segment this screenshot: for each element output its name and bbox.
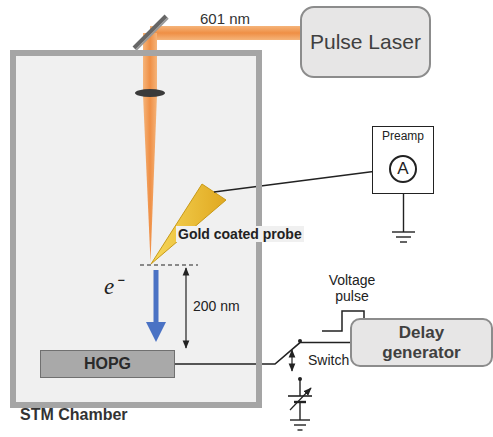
ground-symbol [290,419,310,420]
mirror [134,16,166,48]
node-text: HOPG [84,355,131,373]
node-text: Delay generator [358,323,485,362]
sample-block: HOPG [40,350,175,378]
ground-symbol [298,429,303,430]
chamber-title: STM Chamber [20,406,128,424]
source-wire [299,379,300,396]
source-wire [299,402,300,420]
probe-wire [214,170,389,193]
node-text: Pulse Laser [310,30,421,54]
wavelength-label: 601 nm [200,10,250,27]
mirror [136,18,168,50]
switch-arrow [291,350,292,371]
ground-symbol [400,241,407,242]
ground-symbol [294,424,306,425]
focused-beam [143,95,157,262]
laser-box: Pulse Laser [300,6,431,78]
electron-arrow [154,270,159,332]
gold-probe [151,184,226,264]
node-text: Preamp [382,130,424,144]
node-text: A [397,159,408,179]
gap-dimension [185,268,186,348]
tip-level [140,264,198,265]
probe-label: Gold coated probe [176,226,304,242]
battery-symbol [288,395,312,397]
ground-symbol [392,231,415,232]
laser-beam [150,26,300,40]
pulse-label: Voltage pulse [314,272,390,304]
gap-label: 200 nm [193,298,240,314]
delay-generator-box: Delay generator [350,318,493,367]
lens [135,89,165,97]
switch-label: Switch [308,352,349,368]
ground-symbol [396,236,411,237]
ammeter-circle: A [389,155,417,183]
electron-label: e⁻ [104,274,122,300]
preamp-box: PreampA [372,126,434,194]
